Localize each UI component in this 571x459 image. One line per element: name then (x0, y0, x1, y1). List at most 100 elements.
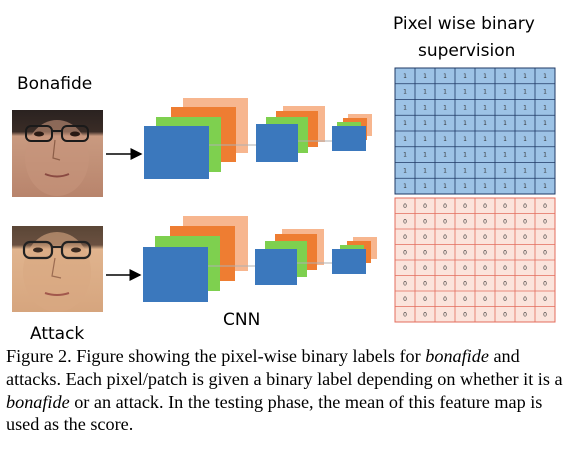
bonafide-face-image (12, 110, 103, 197)
attack-grid-cell-value: 0 (503, 234, 507, 241)
bonafide-grid-cell-value: 1 (443, 167, 447, 174)
attack-cnn-blocks (143, 216, 377, 302)
bonafide-grid-cell-value: 1 (403, 104, 407, 111)
attack-grid-cell-value: 0 (403, 203, 407, 210)
attack-grid-cell-value: 0 (463, 265, 467, 272)
bonafide-grid-cell-value: 1 (523, 152, 527, 159)
attack-label-grid: 0 0 0 0 0 0 0 0 0 0 0 0 0 0 0 0 0 0 0 0 0 0 0 0 0 0 0 0 0 0 0 0 0 0 0 0 0 0 0 0… (394, 197, 556, 323)
caption-italic-1: bonafide (425, 346, 489, 366)
bonafide-grid-cell-value: 1 (503, 167, 507, 174)
attack-grid-cell-value: 0 (403, 218, 407, 225)
bonafide-grid-cell-value: 1 (443, 136, 447, 143)
bonafide-grid-cell-value: 1 (503, 152, 507, 159)
bonafide-grid-cell-value: 1 (403, 167, 407, 174)
attack-grid-cell-value: 0 (543, 203, 547, 210)
bonafide-grid-cell-value: 1 (543, 136, 547, 143)
attack-grid-cell-value: 0 (523, 218, 527, 225)
bonafide-grid-cell-value: 1 (423, 120, 427, 127)
attack-grid-cell-value: 0 (403, 234, 407, 241)
attack-grid-cell-value: 0 (403, 249, 407, 256)
bonafide-grid-cell-value: 1 (423, 104, 427, 111)
attack-grid-cell-value: 0 (503, 296, 507, 303)
bonafide-grid-cell-value: 1 (463, 120, 467, 127)
bonafide-grid-cell-value: 1 (483, 104, 487, 111)
attack-grid-cell-value: 0 (523, 203, 527, 210)
bonafide-grid-cell-value: 1 (463, 152, 467, 159)
attack-grid-cell-value: 0 (423, 311, 427, 318)
attack-grid-cell-value: 0 (443, 234, 447, 241)
bonafide-grid-cell-value: 1 (483, 152, 487, 159)
attack-grid-cell-value: 0 (483, 249, 487, 256)
attack-face-image (12, 226, 103, 312)
bonafide-grid-cell-value: 1 (423, 152, 427, 159)
attack-grid-cell-value: 0 (423, 265, 427, 272)
bonafide-grid-cell-value: 1 (523, 73, 527, 80)
bonafide-grid-cell-value: 1 (463, 136, 467, 143)
attack-grid-cell-value: 0 (543, 234, 547, 241)
bonafide-grid-cell-value: 1 (443, 104, 447, 111)
attack-grid-cell-value: 0 (483, 296, 487, 303)
bonafide-grid-cell-value: 1 (523, 89, 527, 96)
attack-grid-cell-value: 0 (463, 218, 467, 225)
bonafide-grid-cell-value: 1 (403, 136, 407, 143)
caption-part-2: and attacks. Each pixel/patch is given a… (6, 346, 563, 389)
attack-grid-cell-value: 0 (503, 265, 507, 272)
bonafide-grid-cell-value: 1 (423, 73, 427, 80)
bonafide-grid-cell-value: 1 (483, 136, 487, 143)
bonafide-grid-cell-value: 1 (523, 104, 527, 111)
bonafide-grid-cell-value: 1 (523, 183, 527, 190)
attack-grid-cell-value: 0 (483, 203, 487, 210)
bonafide-grid-cell-value: 1 (483, 120, 487, 127)
attack-grid-cell-value: 0 (443, 249, 447, 256)
caption-part-3: or an attack. In the testing phase, the … (6, 391, 543, 435)
bonafide-grid-cell-value: 1 (443, 152, 447, 159)
attack-grid-cell-value: 0 (483, 218, 487, 225)
bonafide-grid-cell-value: 1 (543, 89, 547, 96)
attack-grid-cell-value: 0 (483, 234, 487, 241)
bonafide-cnn-blocks (144, 98, 372, 179)
attack-grid-cell-value: 0 (543, 249, 547, 256)
supervision-title-line2: supervision (418, 41, 515, 61)
attack-grid-cell-value: 0 (443, 311, 447, 318)
attack-grid-cell-value: 0 (503, 311, 507, 318)
attack-grid-cell-value: 0 (443, 203, 447, 210)
attack-grid-cell-value: 0 (443, 280, 447, 287)
attack-grid-cell-value: 0 (423, 249, 427, 256)
attack-grid-cell-value: 0 (403, 265, 407, 272)
bonafide-grid-cell-value: 1 (443, 73, 447, 80)
bonafide-grid-cell-value: 1 (483, 89, 487, 96)
bonafide-grid-cell-value: 1 (543, 104, 547, 111)
attack-grid-cell-value: 0 (503, 218, 507, 225)
attack-grid-cell-value: 0 (403, 296, 407, 303)
bonafide-grid-cell-value: 1 (403, 183, 407, 190)
cnn-label: CNN (223, 310, 260, 330)
figure-caption: Figure 2. Figure showing the pixel-wise … (6, 345, 566, 436)
attack-grid-cell-value: 0 (543, 265, 547, 272)
bonafide-grid-cell-value: 1 (483, 167, 487, 174)
bonafide-grid-cell-value: 1 (503, 120, 507, 127)
attack-grid-cell-value: 0 (523, 249, 527, 256)
bonafide-grid-cell-value: 1 (523, 167, 527, 174)
bonafide-grid-cell-value: 1 (463, 73, 467, 80)
attack-grid-cell-value: 0 (443, 265, 447, 272)
bonafide-grid-cell-value: 1 (463, 183, 467, 190)
bonafide-grid-cell-value: 1 (543, 183, 547, 190)
bonafide-grid-cell-value: 1 (463, 89, 467, 96)
bonafide-grid-cell-value: 1 (503, 89, 507, 96)
bonafide-grid-cell-value: 1 (443, 183, 447, 190)
attack-grid-cell-value: 0 (463, 234, 467, 241)
bonafide-label-grid: 1 1 1 1 1 1 1 1 1 1 1 1 1 1 1 1 1 1 1 1 1 1 1 1 1 1 1 1 1 1 1 1 1 1 1 1 1 1 1 1… (394, 67, 556, 195)
attack-grid-cell-value: 0 (403, 311, 407, 318)
attack-grid-cell-value: 0 (523, 234, 527, 241)
bonafide-grid-cell-value: 1 (443, 89, 447, 96)
attack-grid-cell-value: 0 (543, 296, 547, 303)
attack-grid-cell-value: 0 (443, 218, 447, 225)
attack-grid-cell-value: 0 (423, 296, 427, 303)
attack-grid-cell-value: 0 (523, 311, 527, 318)
attack-grid-cell-value: 0 (543, 280, 547, 287)
bonafide-grid-cell-value: 1 (543, 120, 547, 127)
attack-grid-cell-value: 0 (423, 203, 427, 210)
attack-grid-cell-value: 0 (423, 234, 427, 241)
attack-grid-cell-value: 0 (483, 265, 487, 272)
bonafide-grid-cell-value: 1 (483, 73, 487, 80)
